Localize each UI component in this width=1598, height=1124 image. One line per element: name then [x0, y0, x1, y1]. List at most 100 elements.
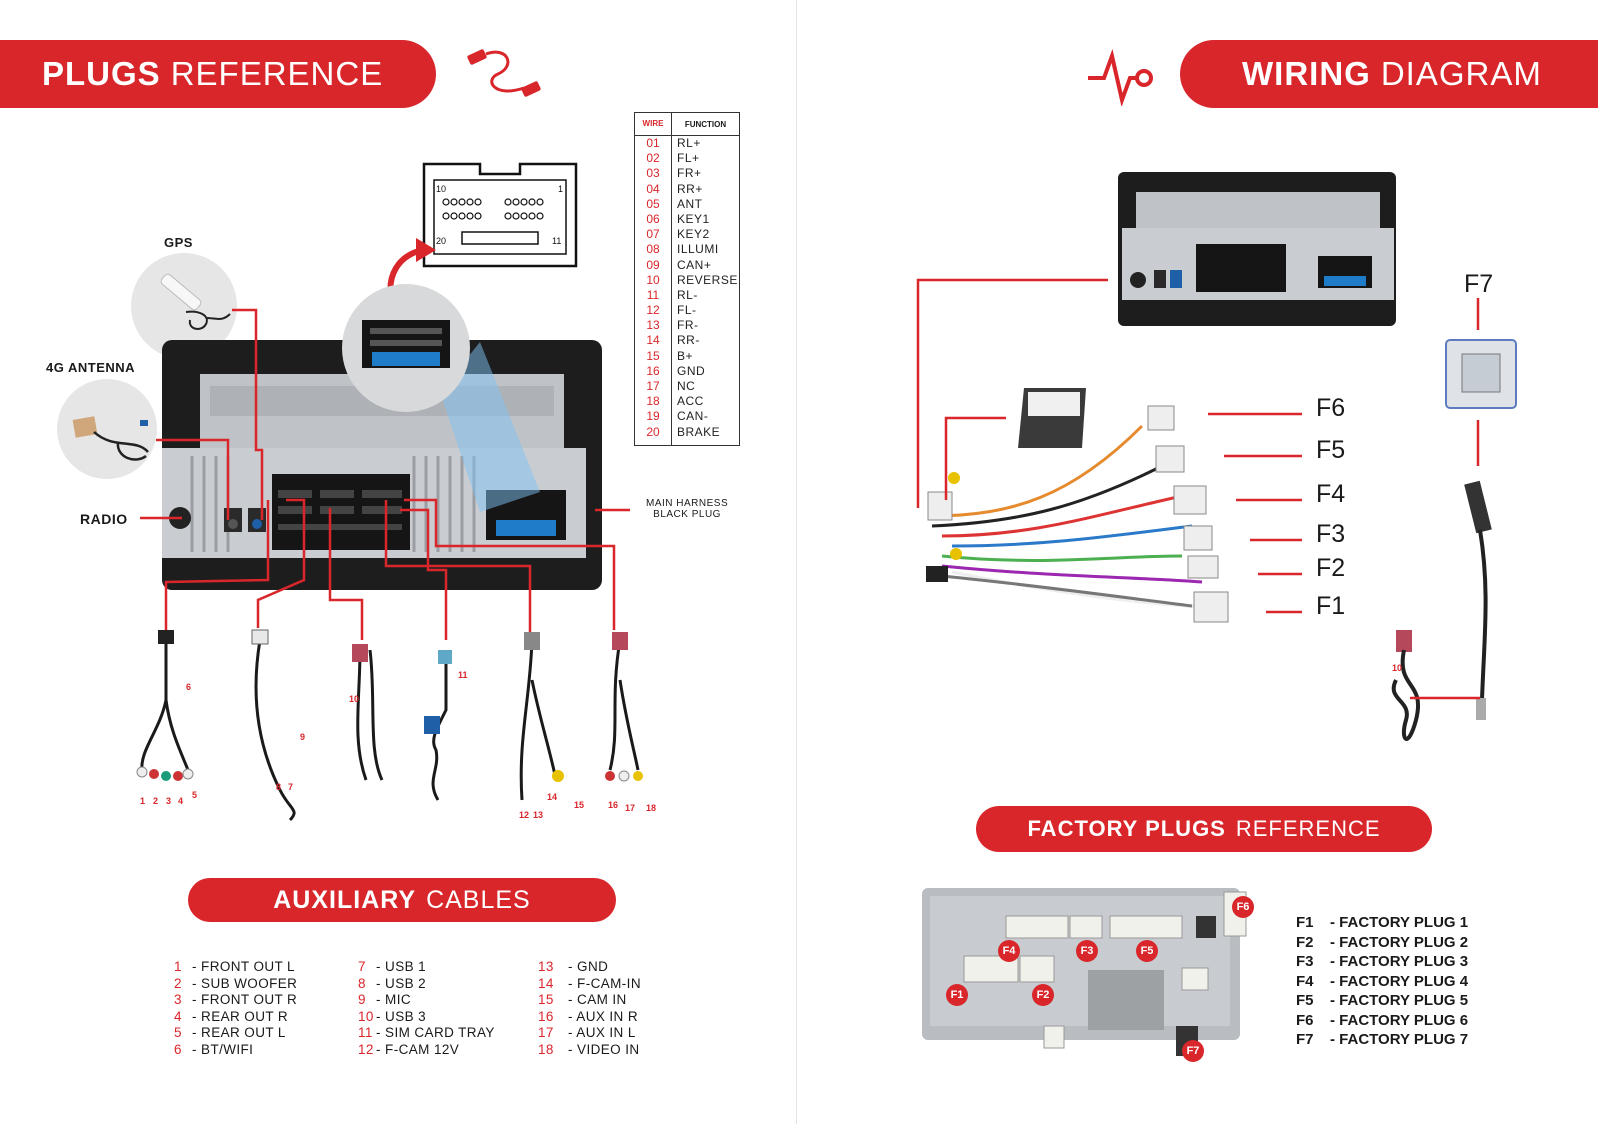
banner-bold: FACTORY PLUGS — [1027, 816, 1226, 841]
wire-function: ACC — [677, 394, 704, 409]
wire-function: KEY2 — [677, 227, 710, 242]
wire-number: 04 — [646, 181, 660, 196]
factory-badge-f1: F1 — [946, 984, 968, 1006]
banner-bold: AUXILIARY — [273, 885, 417, 914]
aux-legend-number: 14 — [538, 975, 554, 991]
aux-legend-number: 5 — [174, 1025, 182, 1040]
cable-number-10: 10 — [349, 694, 360, 704]
wire-function: REVERSE — [677, 272, 738, 287]
wire-function: GND — [677, 363, 706, 378]
f6-tag: F6 — [1316, 394, 1346, 422]
wire-number: 13 — [646, 318, 660, 333]
wire-function: FL- — [677, 303, 697, 318]
wire-number: 06 — [646, 211, 660, 226]
cable-number-17: 17 — [625, 803, 636, 813]
f7-top-label: F7 — [1464, 270, 1494, 298]
factory-legend-key: F1 — [1296, 914, 1314, 931]
f7-plug-image — [1445, 339, 1517, 409]
factory-unit-image — [922, 888, 1247, 1056]
wire-function: FR+ — [677, 166, 702, 181]
wire-number: 03 — [646, 166, 660, 181]
cable-number-16: 16 — [608, 800, 619, 810]
wire-number: 07 — [646, 227, 660, 242]
aux-legend-text: - GND — [568, 959, 609, 974]
auxiliary-cables-banner: AUXILIARY CABLES — [188, 878, 616, 922]
f5-tag: F5 — [1316, 436, 1346, 464]
aux-legend-text: - FRONT OUT R — [192, 992, 298, 1007]
aux-legend-item: 16- AUX IN R — [538, 1009, 641, 1026]
cable-number-15: 15 — [574, 800, 585, 810]
wire-function: B+ — [677, 348, 694, 363]
f2-tag: F2 — [1316, 554, 1346, 582]
factory-badge-f7: F7 — [1182, 1040, 1204, 1062]
pin-label-11: 11 — [552, 236, 561, 246]
plugs-reference-banner: PLUGS REFERENCE — [0, 40, 436, 108]
cable-number-9: 9 — [300, 732, 306, 742]
aux-legend-number: 2 — [174, 975, 182, 991]
factory-badge-f4: F4 — [998, 940, 1020, 962]
factory-legend-key: F4 — [1296, 972, 1314, 990]
wire-function: NC — [677, 379, 696, 393]
aux-legend-item: 18- VIDEO IN — [538, 1042, 641, 1059]
aux-legend-text: - USB 2 — [376, 975, 427, 991]
aux-legend-text: - AUX IN R — [568, 1008, 639, 1024]
aux-cables-image — [136, 629, 643, 822]
head-unit-rear-right-image — [1118, 172, 1396, 326]
aux-legend-number: 1 — [174, 959, 182, 974]
wire-number: 10 — [646, 272, 660, 287]
factory-legend-value: - FACTORY PLUG 4 — [1330, 972, 1469, 990]
plugs-leader-lines — [140, 308, 630, 640]
aux-legend-text: - SIM CARD TRAY — [376, 1025, 495, 1040]
aux-legend-text: - AUX IN L — [568, 1025, 636, 1040]
factory-legend-value: - FACTORY PLUG 2 — [1330, 933, 1469, 951]
banner-bold: PLUGS — [42, 55, 161, 92]
f7-cable-number-10: 10 — [1392, 663, 1403, 673]
wire-row: 17 NC — [635, 379, 739, 394]
cable-number-18: 18 — [646, 803, 657, 813]
main-harness-text: MAIN HARNESS — [646, 498, 729, 509]
aux-legend-text: - USB 1 — [376, 959, 427, 974]
cable-number-14: 14 — [547, 792, 558, 802]
wire-header: WIRE — [635, 113, 672, 135]
wiring-harness-image — [926, 405, 1229, 623]
wire-number: 19 — [646, 409, 660, 424]
wire-function: FL+ — [677, 151, 700, 166]
aux-legend-text: - SUB WOOFER — [192, 975, 298, 991]
wire-number: 01 — [646, 136, 660, 150]
radio-label: RADIO — [80, 511, 128, 527]
f4-tag: F4 — [1316, 480, 1346, 508]
pin-label-10: 10 — [436, 184, 446, 194]
factory-plugs-reference-banner: FACTORY PLUGS REFERENCE — [976, 806, 1432, 852]
aux-legend-text: - REAR OUT R — [192, 1008, 289, 1024]
wire-number: 17 — [646, 379, 660, 393]
f7-cable-image — [1391, 480, 1492, 741]
wire-table-header: WIRE FUNCTION — [635, 113, 739, 136]
aux-legend-item: 6- BT/WIFI — [174, 1042, 297, 1059]
aux-legend-number: 13 — [538, 959, 554, 974]
aux-legend-text: - BT/WIFI — [192, 1041, 254, 1057]
wire-number: 15 — [646, 348, 660, 363]
banner-light: REFERENCE — [170, 55, 384, 92]
aux-legend-item: 15- CAM IN — [538, 992, 641, 1009]
aux-legend-item: 8- USB 2 — [358, 976, 495, 993]
aux-legend-text: - MIC — [376, 992, 411, 1007]
aux-legend-number: 7 — [358, 959, 366, 974]
wire-function: ILLUMI — [677, 242, 719, 257]
wire-function: CAN+ — [677, 257, 712, 272]
wire-function: RL- — [677, 287, 698, 302]
cable-number-7: 7 — [288, 782, 294, 792]
aux-legend-item: 10- USB 3 — [358, 1009, 495, 1026]
wire-number: 14 — [646, 333, 660, 348]
factory-legend-value: - FACTORY PLUG 5 — [1330, 992, 1469, 1009]
aux-legend-item: 14- F-CAM-IN — [538, 976, 641, 993]
